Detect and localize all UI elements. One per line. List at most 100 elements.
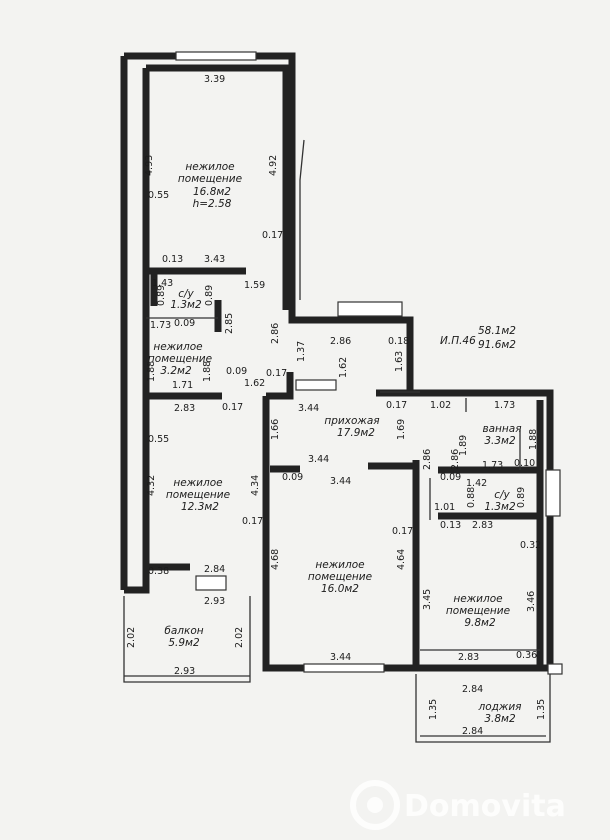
wc2-name: с/у [494, 489, 510, 501]
dim: 0.09 [440, 472, 461, 483]
summary-code: И.П.46 [440, 335, 476, 347]
dim: 2.83 [174, 403, 195, 414]
summary-living: 58.1м2 [478, 325, 516, 337]
dim: 1.73 [482, 460, 503, 471]
dim: 0.38 [148, 566, 169, 577]
dim: 0.13 [162, 254, 183, 265]
dim: 2.83 [458, 652, 479, 663]
dim: 1.35 [428, 699, 439, 720]
bath-name: ванная [482, 423, 521, 435]
hall-area: 17.9м2 [337, 427, 375, 439]
room-right-line2: помещение [446, 605, 510, 617]
dim: 4.64 [396, 549, 407, 570]
dim: 0.13 [440, 520, 461, 531]
dim: 3.46 [526, 591, 537, 612]
dim: 2.86 [450, 449, 461, 470]
dim: 0.09 [174, 318, 195, 329]
dim: 0.09 [226, 366, 247, 377]
dim: 0.18 [388, 336, 409, 347]
dim: 0.89 [516, 487, 527, 508]
wc2-area: 1.3м2 [484, 501, 516, 513]
dim: 1.02 [430, 400, 451, 411]
dim: 1.73 [494, 400, 515, 411]
watermark: Domovita [350, 780, 566, 830]
dim: 1.42 [466, 478, 487, 489]
dim: 2.83 [472, 520, 493, 531]
dim: 0.89 [156, 285, 167, 306]
outside-areas [123, 596, 551, 743]
dim: 1.37 [296, 341, 307, 362]
room-top-area: 16.8м2 [193, 186, 231, 198]
dim: 1.62 [244, 378, 265, 389]
walls [120, 52, 554, 672]
dim: 0.17 [392, 526, 413, 537]
room-top-height: h=2.58 [193, 198, 232, 210]
room-center-line1: нежилое [315, 559, 364, 571]
dim: 1.43 [152, 278, 173, 289]
loggia-name: лоджия [478, 701, 522, 713]
dim: 4.34 [250, 475, 261, 496]
dim: 0.36 [516, 650, 537, 661]
balcony-name: балкон [164, 625, 203, 637]
dimensions: 3.39 4.93 4.92 0.55 0.17 0.13 3.43 1.43 … [126, 74, 547, 737]
dim: 1.63 [394, 351, 405, 372]
wc1-area: 1.3м2 [170, 299, 202, 311]
balcony-area: 5.9м2 [168, 637, 200, 649]
dim: 0.17 [242, 516, 263, 527]
dim: 0.17 [266, 368, 287, 379]
room-small-area: 3.2м2 [160, 365, 192, 377]
windows [175, 51, 563, 675]
room-left-area: 12.3м2 [181, 501, 219, 513]
domovita-logo-dot [367, 797, 383, 813]
dim: 3.39 [204, 74, 225, 85]
room-right-line1: нежилое [453, 593, 502, 605]
dim: 2.84 [462, 684, 483, 695]
watermark-brand: Domovita [404, 789, 566, 824]
dim: 1.66 [270, 419, 281, 440]
room-top-line1: нежилое [185, 161, 234, 173]
dim: 2.85 [224, 313, 235, 334]
dim: 0.88 [466, 487, 477, 508]
room-left-line2: помещение [166, 489, 230, 501]
dim: 3.44 [330, 652, 351, 663]
dim: 1.62 [338, 357, 349, 378]
dim: 4.92 [268, 155, 279, 176]
dim: 1.35 [536, 699, 547, 720]
dim: 2.84 [204, 564, 225, 575]
room-labels: нежилое помещение 16.8м2 h=2.58 с/у 1.3м… [148, 161, 522, 725]
hall-name: прихожая [324, 415, 379, 427]
dim: 0.17 [262, 230, 283, 241]
room-center-line2: помещение [308, 571, 372, 583]
thin-lines [146, 139, 540, 651]
dim: 2.86 [330, 336, 351, 347]
dim: 4.93 [144, 155, 155, 176]
bath-area: 3.3м2 [484, 435, 516, 447]
dim: 2.02 [234, 627, 245, 648]
dim: 3.43 [204, 254, 225, 265]
wc1-name: с/у [178, 288, 194, 300]
room-left-line1: нежилое [173, 477, 222, 489]
dim: 0.89 [204, 285, 215, 306]
dim: 2.93 [174, 666, 195, 677]
dim: 3.44 [308, 454, 329, 465]
dim: 1.88 [146, 361, 157, 382]
dim: 0.55 [148, 434, 169, 445]
room-top-line2: помещение [178, 173, 242, 185]
dim: 3.44 [330, 476, 351, 487]
dim: 2.02 [126, 627, 137, 648]
dim: 0.17 [386, 400, 407, 411]
dim: 0.17 [222, 402, 243, 413]
dim: 0.32 [520, 540, 541, 551]
room-small-line2: помещение [148, 353, 212, 365]
summary-total: 91.6м2 [478, 339, 516, 351]
dim: 1.71 [172, 380, 193, 391]
dim: 0.09 [282, 472, 303, 483]
room-right-area: 9.8м2 [464, 617, 496, 629]
dim: 1.89 [458, 435, 469, 456]
dim: 4.68 [270, 549, 281, 570]
dim: 3.45 [422, 589, 433, 610]
dim: 1.73 [150, 320, 171, 331]
dim: 2.93 [204, 596, 225, 607]
dim: 2.86 [270, 323, 281, 344]
